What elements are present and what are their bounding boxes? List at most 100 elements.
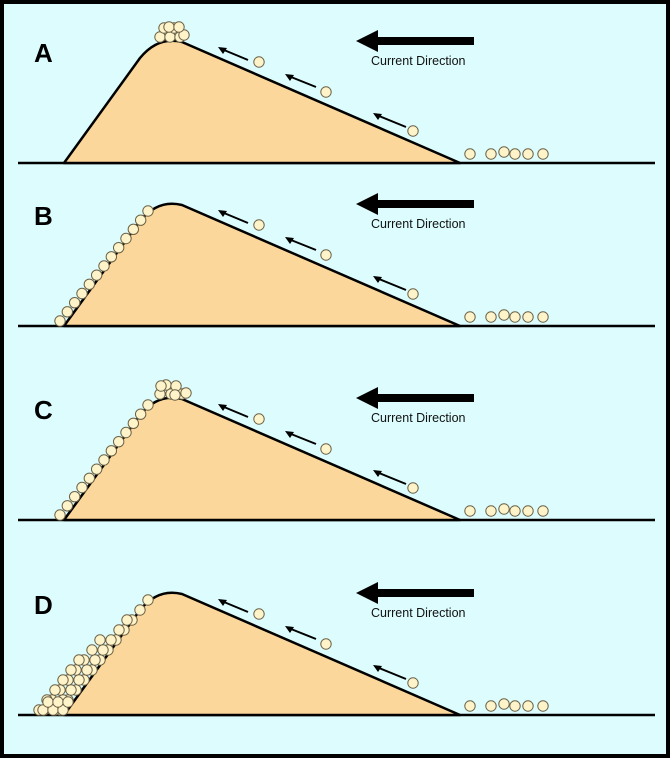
lee-deposit-grain: [94, 634, 106, 646]
current-direction-label: Current Direction: [371, 606, 466, 620]
lee-grain: [134, 408, 147, 420]
lee-grain: [54, 315, 66, 327]
panel-c: C Current Direction: [18, 379, 655, 522]
crest-grain: [169, 389, 181, 401]
sand-grain: [485, 700, 497, 712]
lee-grain: [90, 269, 103, 281]
sand-grain: [253, 608, 265, 620]
lee-grain: [142, 205, 154, 217]
lee-grain: [120, 426, 132, 439]
lee-grain: [83, 278, 96, 291]
lee-grain: [98, 454, 110, 466]
sand-grain: [509, 505, 521, 517]
lee-grain: [61, 500, 74, 512]
lee-deposit-grain: [121, 614, 133, 626]
sand-grain: [509, 311, 521, 323]
grain-motion-arrow: [378, 667, 407, 680]
grain-motion-arrow: [290, 433, 317, 445]
sand-grain: [464, 311, 476, 323]
sand-grain: [485, 148, 497, 160]
crest-grain: [155, 380, 167, 392]
sand-grain: [320, 638, 332, 650]
lee-deposit-grain: [57, 674, 69, 686]
grain-motion-arrow: [223, 406, 249, 418]
lee-grain: [54, 509, 66, 521]
grain-motion-arrowhead: [218, 599, 227, 606]
current-arrow-head: [356, 30, 378, 52]
sand-grain: [522, 505, 534, 517]
sand-grain: [485, 311, 497, 323]
grain-motion-arrowhead: [285, 74, 294, 81]
crest-grain: [163, 21, 175, 33]
crest-grain: [180, 387, 192, 399]
lee-deposit-grain: [62, 696, 74, 708]
sand-grain: [537, 700, 549, 712]
sand-grain: [464, 148, 476, 160]
grain-motion-arrowhead: [373, 276, 382, 283]
sand-grain: [407, 677, 419, 689]
current-direction-label: Current Direction: [371, 217, 466, 231]
grain-motion-arrowhead: [218, 404, 227, 411]
current-arrow-shaft: [374, 200, 474, 208]
panel-label: D: [34, 590, 53, 620]
sand-grain: [407, 125, 419, 137]
lee-grain: [142, 399, 154, 411]
grain-motion-arrowhead: [373, 113, 382, 120]
sand-grain: [522, 311, 534, 323]
panel-label: A: [34, 38, 53, 68]
sand-grain: [522, 700, 534, 712]
current-arrow-head: [356, 582, 378, 604]
lee-grain: [83, 472, 96, 485]
grain-motion-arrowhead: [373, 470, 382, 477]
sand-grain: [498, 698, 510, 710]
grain-motion-arrowhead: [285, 626, 294, 633]
grain-motion-arrowhead: [285, 237, 294, 244]
grain-motion-arrow: [378, 472, 407, 485]
panel-label: C: [34, 395, 53, 425]
current-arrow-shaft: [374, 589, 474, 597]
sand-grain: [407, 482, 419, 494]
lee-grain: [90, 463, 103, 475]
lee-deposit-grain: [49, 684, 61, 696]
lee-grain: [105, 445, 118, 457]
lee-deposit-grain: [65, 664, 77, 676]
lee-grain: [76, 287, 88, 300]
lee-deposit-grain: [65, 684, 77, 696]
lee-grain: [120, 232, 132, 245]
sand-grain: [320, 86, 332, 98]
current-direction-label: Current Direction: [371, 411, 466, 425]
sand-grain: [320, 249, 332, 261]
lee-grain: [61, 306, 74, 318]
sand-grain: [253, 413, 265, 425]
lee-deposit-grain: [86, 644, 98, 656]
current-arrow-head: [356, 193, 378, 215]
crest-grain: [173, 21, 185, 33]
lee-grain: [127, 223, 140, 236]
lee-grain: [134, 214, 147, 226]
lee-grain: [68, 296, 81, 309]
sand-grain: [537, 311, 549, 323]
sand-grain: [537, 505, 549, 517]
grain-motion-arrow: [223, 212, 249, 224]
sand-grain: [407, 288, 419, 300]
lee-deposit-grain: [73, 654, 85, 666]
lee-deposit-grain: [52, 696, 64, 708]
lee-deposit-grain: [57, 704, 69, 716]
current-arrow-shaft: [374, 394, 474, 402]
sand-grain: [253, 56, 265, 68]
lee-deposit-grain: [89, 654, 101, 666]
grain-motion-arrow: [290, 76, 317, 88]
sand-grain: [509, 148, 521, 160]
panel-d: D Current Direction: [18, 582, 655, 717]
sand-grain: [253, 219, 265, 231]
lee-deposit-grain: [142, 594, 154, 606]
lee-deposit-grain: [113, 624, 125, 636]
sand-grain: [485, 505, 497, 517]
grain-motion-arrowhead: [373, 665, 382, 672]
grain-motion-arrowhead: [218, 47, 227, 54]
lee-grain: [112, 241, 125, 254]
grain-motion-arrowhead: [285, 431, 294, 438]
grain-motion-arrow: [378, 278, 407, 291]
